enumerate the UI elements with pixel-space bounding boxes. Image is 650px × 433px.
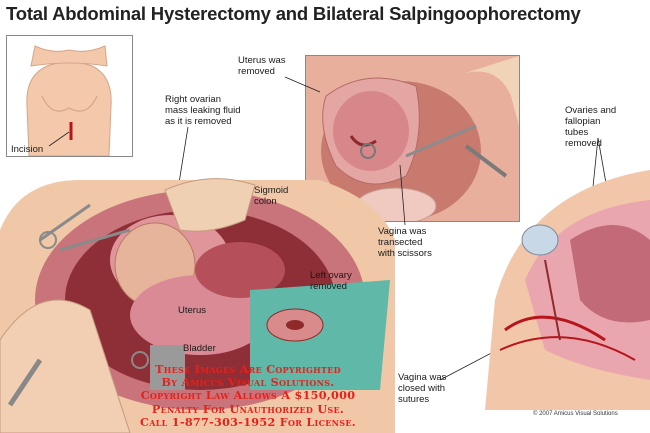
surgical-field-panel xyxy=(0,160,395,433)
incision-label: Incision xyxy=(11,144,44,155)
sigmoid-colon-label: Sigmoid colon xyxy=(254,185,289,207)
page-title: Total Abdominal Hysterectomy and Bilater… xyxy=(6,3,581,24)
ovaries-tubes-label: Ovaries and fallopian tubes removed xyxy=(565,105,617,149)
torso-illustration xyxy=(26,45,112,156)
vagina-closed-label: Vagina was closed with sutures xyxy=(398,372,447,405)
surgical-field-illustration xyxy=(0,178,395,433)
cross-section-panel xyxy=(485,150,650,410)
inset-torso-panel: Incision xyxy=(6,35,133,157)
left-ovary-label: Left ovary removed xyxy=(310,270,352,292)
bladder-label: Bladder xyxy=(183,343,216,354)
uterus-removed-label: Uterus was removed xyxy=(238,55,286,77)
right-ovarian-mass-label: Right ovarian mass leaking fluid as it i… xyxy=(165,94,241,127)
vagina-transected-label: Vagina was transected with scissors xyxy=(378,226,432,259)
uterus-label: Uterus xyxy=(178,305,206,316)
credit-text: © 2007 Amicus Visual Solutions xyxy=(533,411,618,417)
cross-section-illustration xyxy=(485,170,650,410)
copyright-notice: These Images Are Copyrighted By Amicus V… xyxy=(140,362,356,429)
